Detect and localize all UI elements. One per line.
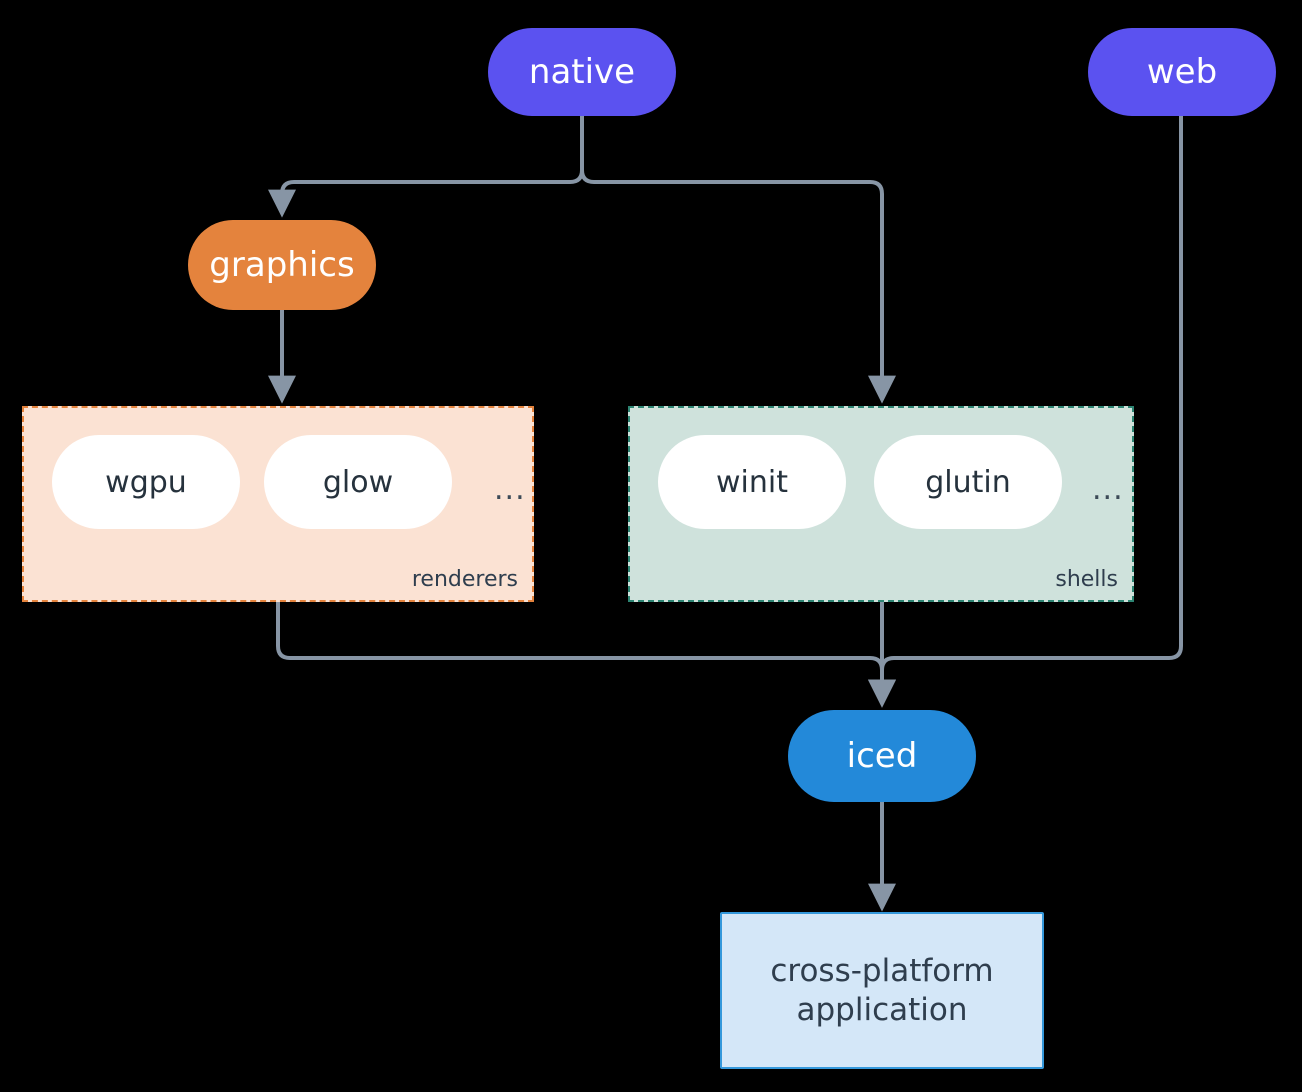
renderers-ellipsis: ... bbox=[494, 472, 526, 507]
group-shells-label: shells bbox=[1055, 567, 1118, 592]
subnode-winit[interactable]: winit bbox=[658, 435, 846, 529]
node-web[interactable]: web bbox=[1088, 28, 1276, 116]
node-iced[interactable]: iced bbox=[788, 710, 976, 802]
node-web-label: web bbox=[1146, 51, 1218, 92]
subnode-glutin-label: glutin bbox=[925, 464, 1011, 500]
node-application[interactable]: cross-platform application bbox=[720, 912, 1044, 1069]
node-iced-label: iced bbox=[846, 735, 918, 776]
subnode-glow[interactable]: glow bbox=[264, 435, 452, 529]
node-graphics-label: graphics bbox=[209, 244, 355, 285]
node-graphics[interactable]: graphics bbox=[188, 220, 376, 310]
subnode-glow-label: glow bbox=[322, 464, 394, 500]
group-renderers-label: renderers bbox=[411, 567, 518, 592]
node-application-line2: application bbox=[796, 991, 968, 1028]
node-application-line1: cross-platform bbox=[770, 952, 994, 989]
node-native[interactable]: native bbox=[488, 28, 676, 116]
edge-native-to-graphics bbox=[268, 116, 584, 218]
node-native-label: native bbox=[528, 51, 636, 92]
subnode-wgpu[interactable]: wgpu bbox=[52, 435, 240, 529]
subnode-glutin[interactable]: glutin bbox=[874, 435, 1062, 529]
shells-ellipsis: ... bbox=[1092, 472, 1124, 507]
edge-renderers-to-iced bbox=[276, 602, 896, 708]
group-shells: winit glutin ... shells bbox=[628, 406, 1134, 602]
subnode-winit-label: winit bbox=[716, 464, 788, 500]
edge-native-to-shells bbox=[580, 116, 896, 404]
subnode-wgpu-label: wgpu bbox=[105, 464, 187, 500]
group-renderers: wgpu glow ... renderers bbox=[22, 406, 534, 602]
